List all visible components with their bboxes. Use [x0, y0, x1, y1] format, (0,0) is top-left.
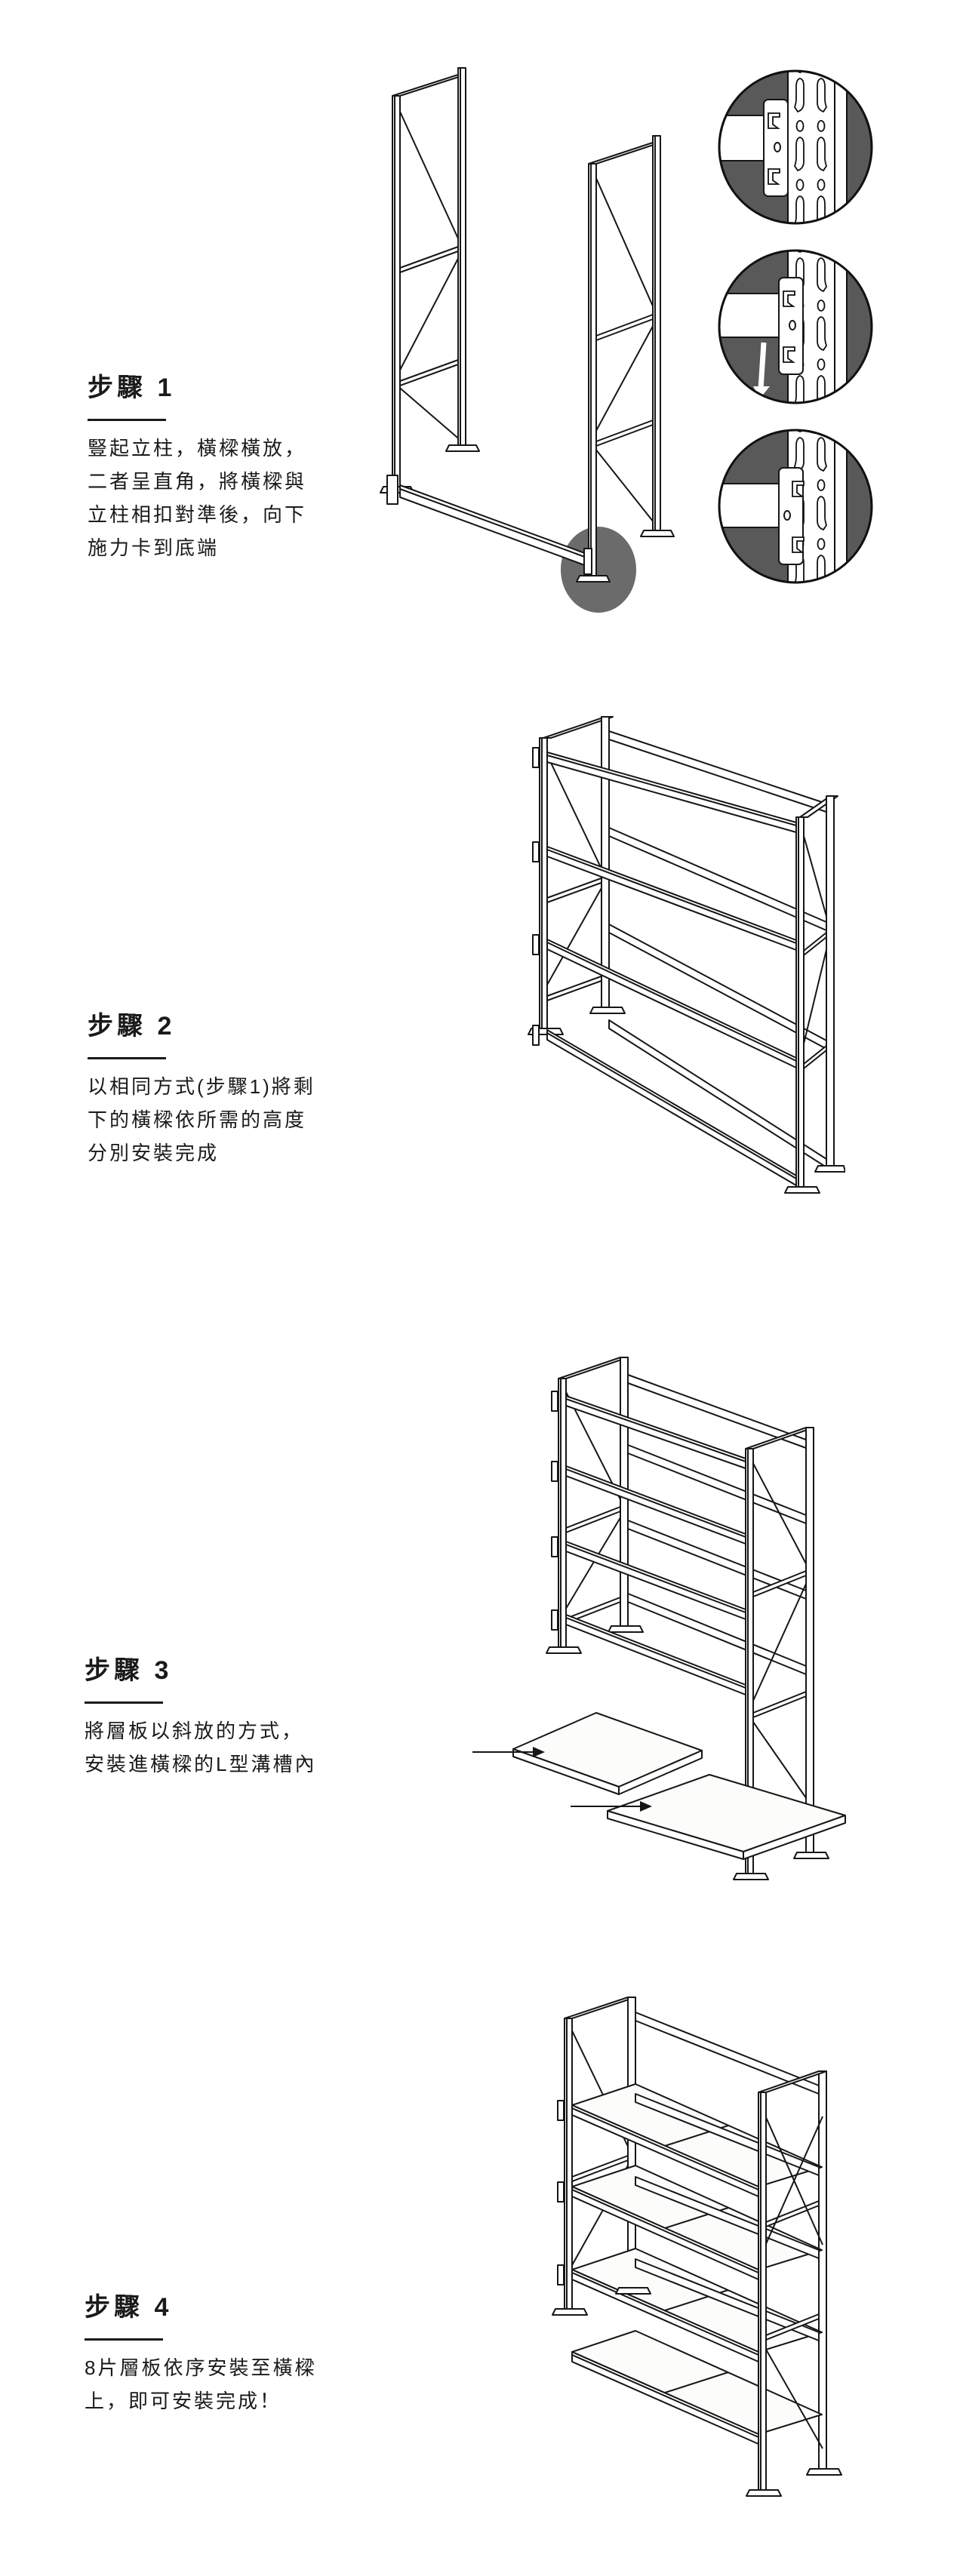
step-3-title-underline: [85, 1701, 163, 1704]
step-2-title-underline: [88, 1057, 166, 1059]
front-beams: [532, 747, 797, 1186]
first-beam: [386, 475, 592, 575]
connection-detail-callouts: [715, 69, 875, 592]
push-down-arrow-icon: [753, 342, 770, 398]
frames-and-first-beam-figure: [380, 67, 675, 613]
left-end-frame: [546, 1357, 644, 1654]
hook-and-slot-detail-figure: [718, 69, 873, 584]
step-3-description: 將層板以斜放的方式， 安裝進橫樑的L型溝槽內: [85, 1720, 317, 1775]
step-1-title-underline: [88, 419, 166, 421]
tilted-shelf-board-2: [607, 1774, 846, 1860]
step-4-title-underline: [85, 2338, 163, 2341]
step-2-title: 步驟 2: [88, 1012, 176, 1041]
left-end-frame: [528, 716, 626, 1035]
step-2-text: 步驟 2 以相同方式(步驟1)將剩 下的橫樑依所需的高度 分別安裝完成: [88, 1005, 359, 1170]
step-1-text: 步驟 1 豎起立柱，橫樑橫放， 二者呈直角，將橫樑與 立柱相扣對準後，向下 施力…: [88, 367, 359, 564]
callout-hook-locked: [718, 429, 873, 584]
completed-rack-figure: [552, 1997, 842, 2497]
insert-direction-arrow-1: [472, 1747, 545, 1757]
step-1-illustration: [362, 64, 717, 615]
right-end-frame: [784, 795, 846, 1194]
shelf-level-1: [571, 2012, 823, 2197]
right-end-frame: [746, 2070, 842, 2497]
callout-hook-push-down: [718, 249, 873, 404]
step-2-illustration: [483, 709, 846, 1207]
callout-hook-aligned: [718, 69, 873, 225]
step-4-description: 8片層板依序安裝至橫樑 上，即可安裝完成！: [85, 2356, 317, 2412]
right-end-frame: [733, 1427, 829, 1880]
step-4-illustration: [491, 1996, 860, 2505]
step-3-title: 步驟 3: [85, 1656, 173, 1685]
insert-direction-arrow-2: [571, 1801, 652, 1812]
step-4-title: 步驟 4: [85, 2293, 173, 2322]
step-1-title: 步驟 1: [88, 373, 176, 402]
tilted-shelf-board-1: [512, 1712, 703, 1795]
joint-highlight-circle: [561, 527, 636, 613]
step-2-description: 以相同方式(步驟1)將剩 下的橫樑依所需的高度 分別安裝完成: [88, 1075, 315, 1164]
step-1-description: 豎起立柱，橫樑橫放， 二者呈直角，將橫樑與 立柱相扣對準後，向下 施力卡到底端: [88, 437, 307, 559]
board-insertion-figure: [472, 1357, 846, 1880]
rack-with-beams-figure: [528, 716, 846, 1194]
step-3-illustration: [423, 1351, 860, 1909]
front-beams: [551, 1391, 746, 1695]
left-end-frame: [380, 67, 480, 493]
right-end-frame: [576, 135, 675, 583]
step-4-text: 步驟 4 8片層板依序安裝至橫樑 上，即可安裝完成！: [85, 2286, 356, 2418]
step-3-text: 步驟 3 將層板以斜放的方式， 安裝進橫樑的L型溝槽內: [85, 1649, 356, 1781]
front-left-post: [552, 2018, 651, 2316]
